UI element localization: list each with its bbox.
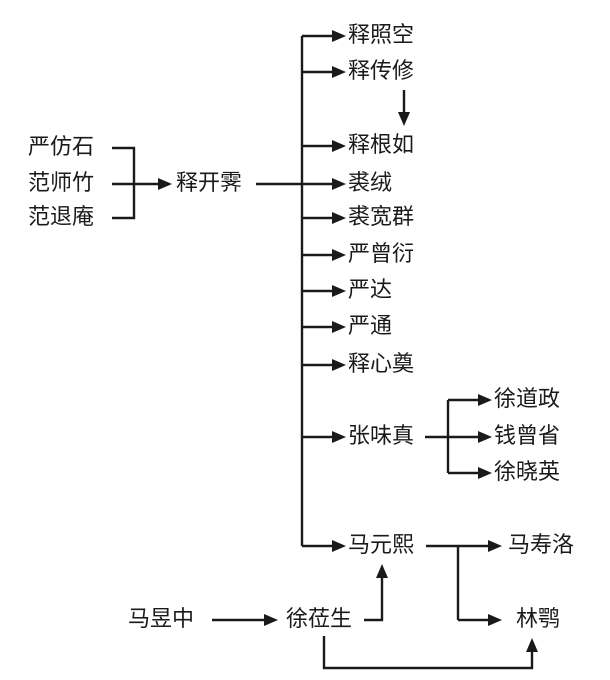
intermediate-up-arrowhead [376, 564, 388, 578]
zhang-student-1: 徐道政 [494, 387, 560, 412]
source-name-2: 范师竹 [28, 171, 94, 196]
student-name-5: 裘宽群 [348, 205, 414, 230]
branch-arrowhead-ma [332, 540, 346, 552]
branch-arrowhead-7 [332, 285, 346, 297]
ma-intermediate: 徐莅生 [286, 607, 352, 632]
student-name-4: 裘绒 [348, 171, 392, 196]
succession-arrowhead [398, 112, 410, 126]
ma-name: 马元熙 [348, 533, 414, 558]
zhang-fork-arrowhead-3 [478, 467, 492, 479]
branch-arrowhead-8 [332, 321, 346, 333]
branch-arrowhead-2 [332, 66, 346, 78]
ma-arrowhead-2 [488, 614, 502, 626]
branch-arrowhead-6 [332, 249, 346, 261]
branch-arrowhead-4 [332, 178, 346, 190]
student-name-7: 严达 [348, 278, 392, 303]
branch-arrowhead-3 [332, 140, 346, 152]
zhang-student-3: 徐晓英 [494, 460, 560, 485]
intermediate-bottom-route [322, 636, 534, 670]
student-name-8: 严通 [348, 314, 392, 339]
zhang-name: 张味真 [348, 424, 414, 449]
arrowhead-to-teacher [158, 178, 172, 190]
ma-arrowhead-1 [488, 540, 502, 552]
zhang-fork-arrowhead-1 [478, 394, 492, 406]
branch-arrowhead-9 [332, 359, 346, 371]
source-name-3: 范退庵 [28, 205, 94, 230]
source-name-1: 严仿石 [28, 135, 94, 160]
zhang-fork-arrowhead-2 [478, 431, 492, 443]
zhang-student-2: 钱曾省 [494, 424, 560, 449]
ma-student-1: 马寿洛 [508, 533, 574, 558]
branch-arrowhead-1 [332, 30, 346, 42]
student-name-3: 释根如 [348, 133, 414, 158]
intermediate-bottom-arrowhead [526, 638, 538, 652]
ma-student-2: 林鹗 [516, 607, 560, 632]
student-name-6: 严曾衍 [348, 242, 414, 267]
branch-arrowhead-5 [332, 212, 346, 224]
student-name-2: 释传修 [348, 59, 414, 84]
intermediate-up-line [364, 578, 384, 622]
ma-ancestor: 马昱中 [128, 607, 194, 632]
branch-arrowhead-zhang [332, 431, 346, 443]
student-name-9: 释心奠 [348, 352, 414, 377]
student-name-1: 释照空 [348, 23, 414, 48]
ancestor-arrowhead [264, 614, 278, 626]
teacher-name: 释开霁 [176, 171, 242, 196]
